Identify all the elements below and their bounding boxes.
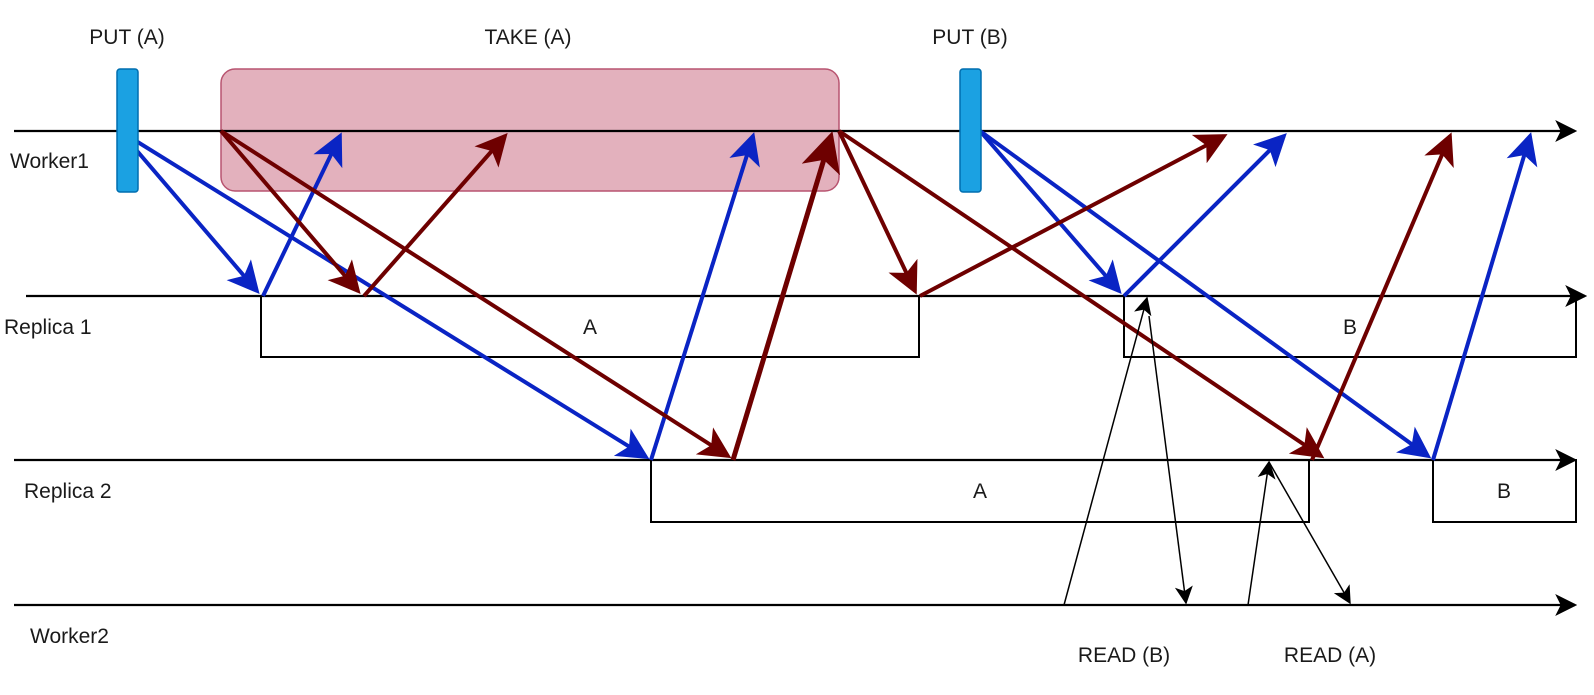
replica2-take-reply-arrow [730,131,841,461]
read-b-reply-arrow [1148,315,1193,605]
put-b-label: PUT (B) [932,26,1007,49]
put-b-to-replica2-arrow [978,129,1432,459]
put-a-label: PUT (A) [89,26,164,49]
remove-a-to-replica2-arrow [837,129,1325,459]
replica2-box-a [650,459,1310,523]
replica2-ack-a-arrow [649,132,760,461]
read-a-label: READ (A) [1284,644,1376,667]
read-a-request-arrow [1247,460,1276,606]
replica1-ack-b-arrow [1122,133,1287,298]
replica2-value-a: A [973,480,987,503]
worker1-label: Worker1 [10,150,89,173]
read-b-label: READ (B) [1078,644,1170,667]
put-b-to-replica1-arrow [978,129,1122,295]
worker2-label: Worker2 [30,625,109,648]
replica2-value-b: B [1497,480,1511,503]
replica2-ack-b-arrow [1431,132,1538,461]
replica1-box-b [1123,295,1577,358]
put-messages [118,129,1538,461]
put-a-to-replica2-arrow [118,129,650,460]
take-a-to-replica1-arrow [219,129,361,295]
replica1-take-reply-arrow [362,132,508,298]
replica2-remove-ack-arrow [1310,132,1454,461]
read-a-reply-arrow [1268,461,1351,605]
replica1-value-b: B [1343,316,1357,339]
put-b-marker [959,68,982,193]
remove-a-to-replica1-arrow [837,130,918,295]
replica1-value-a: A [583,316,597,339]
take-a-label: TAKE (A) [484,26,571,49]
put-a-to-replica1-arrow [118,129,260,295]
read-b-request-arrow [1063,296,1152,606]
replica1-label: Replica 1 [4,316,92,339]
put-a-marker [116,68,139,193]
replica2-label: Replica 2 [24,480,112,503]
read-messages [1063,296,1351,606]
take-messages [219,129,1454,461]
take-a-to-replica2-arrow [219,129,732,459]
replica2-box-b [1432,459,1577,523]
replica1-box-a [260,295,920,358]
replica1-remove-ack-arrow [919,134,1228,298]
replica1-ack-a-arrow [261,132,343,297]
stored-value-boxes [260,295,1577,523]
